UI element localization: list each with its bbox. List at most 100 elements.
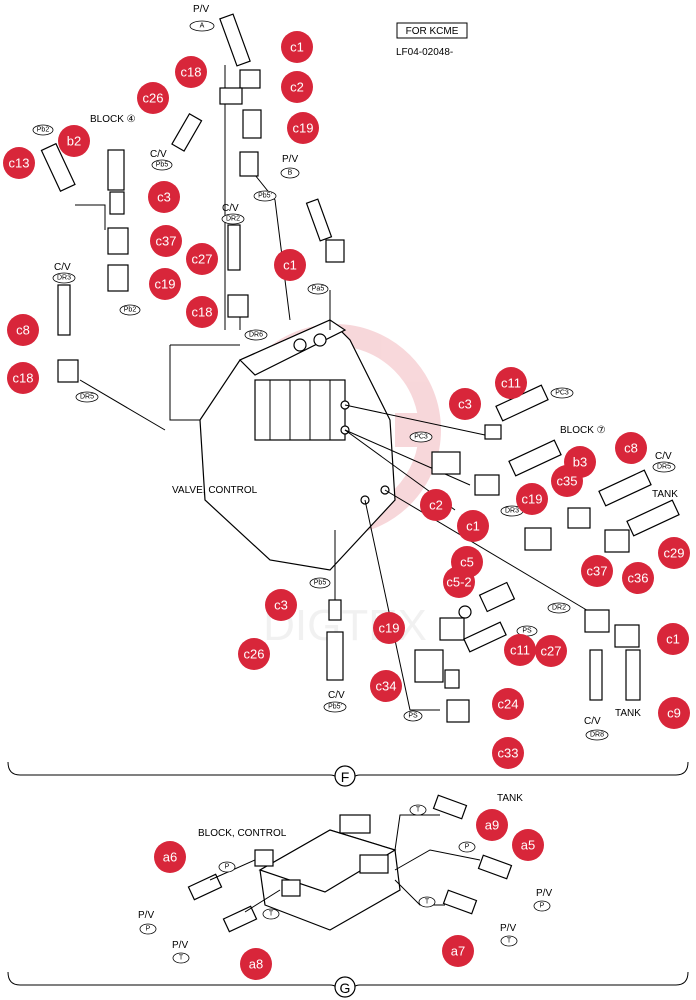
callout-c8: c8	[615, 432, 647, 464]
label-pv-a7: P/V	[500, 923, 516, 934]
port-dr5-b: DR5	[657, 464, 671, 471]
callout-circle	[238, 638, 270, 670]
callout-circle	[58, 125, 90, 157]
callout-c27: c27	[535, 635, 567, 667]
callout-text: c26	[143, 91, 164, 106]
callout-circle	[492, 737, 524, 769]
callout-circle	[581, 555, 613, 587]
callout-c36: c36	[622, 562, 654, 594]
kcme-box	[396, 22, 468, 39]
callout-c18: c18	[7, 362, 39, 394]
callout-text: c33	[498, 746, 519, 761]
callout-c27: c27	[186, 243, 218, 275]
port-t-d: T	[507, 938, 512, 945]
callout-a9: a9	[476, 809, 508, 841]
callout-c11: c11	[495, 367, 527, 399]
port-dr5-a: DR5	[80, 394, 94, 401]
callout-text: c3	[274, 598, 288, 613]
port-tags-f: Pb2 Pb5 B Pb5' DR2 Pa5 DR3 Pb2 DR6 DR5 P…	[32, 124, 676, 741]
header-title: FOR KCME	[406, 26, 459, 37]
port-t-c: T	[425, 899, 430, 906]
fittings-f	[40, 13, 680, 723]
callout-text: c1	[466, 519, 480, 534]
callout-c19: c19	[373, 612, 405, 644]
callout-text: a5	[521, 838, 535, 853]
callout-circle	[504, 634, 536, 666]
port-pb2-a: Pb2	[37, 127, 50, 134]
callout-text: c3	[458, 397, 472, 412]
port-t-b: T	[269, 911, 274, 918]
callout-circle	[274, 249, 306, 281]
port-ps-a: PS	[522, 628, 532, 635]
callout-c37: c37	[150, 225, 182, 257]
callout-c11: c11	[504, 634, 536, 666]
callout-text: a8	[249, 957, 263, 972]
callout-circle	[658, 537, 690, 569]
callout-circle	[449, 388, 481, 420]
port-pb5p-b: Pb5'	[328, 704, 342, 711]
label-block7: BLOCK ⑦	[560, 425, 606, 436]
control-block-g	[187, 794, 513, 933]
section-f-marker	[334, 765, 356, 787]
callout-circle	[476, 809, 508, 841]
callout-text: c19	[379, 621, 400, 636]
callout-circle	[137, 82, 169, 114]
callout-c29: c29	[658, 537, 690, 569]
callout-circle	[3, 147, 35, 179]
callout-text: c19	[522, 492, 543, 507]
callout-c33: c33	[492, 737, 524, 769]
port-pc3-a: PC3	[555, 390, 569, 397]
callout-circle	[373, 612, 405, 644]
callout-c1: c1	[657, 623, 689, 655]
callout-text: c8	[16, 323, 30, 338]
callout-text: c37	[156, 234, 177, 249]
label-block4: BLOCK ④	[90, 114, 136, 125]
label-block-control: BLOCK, CONTROL	[198, 828, 287, 839]
callout-text: c5-2	[446, 575, 471, 590]
port-dr6: DR6	[249, 332, 263, 339]
callout-c37: c37	[581, 555, 613, 587]
port-dr3-a: DR3	[57, 275, 71, 282]
callout-c26: c26	[137, 82, 169, 114]
port-pa5: Pa5	[312, 286, 325, 293]
port-b: B	[288, 170, 293, 177]
callout-circle	[370, 670, 402, 702]
label-pv-a: P/V	[193, 4, 209, 15]
port-tag-a	[189, 20, 215, 32]
callout-circle	[265, 589, 297, 621]
port-p-a: P	[225, 864, 230, 871]
label-pv-a6: P/V	[138, 910, 154, 921]
control-valve-body	[199, 319, 396, 571]
callout-circle	[658, 697, 690, 729]
section-g-label: G	[340, 980, 351, 996]
callout-text: c37	[587, 564, 608, 579]
port-dr2-a: DR2	[226, 216, 240, 223]
leader-lines-g	[209, 814, 481, 913]
callout-circle	[615, 432, 647, 464]
port-pb2-b: Pb2	[124, 307, 137, 314]
callout-text: c11	[510, 643, 530, 658]
callout-c1: c1	[457, 510, 489, 542]
label-cv-dr2: C/V	[222, 203, 239, 214]
callout-c2: c2	[281, 71, 313, 103]
callout-c18: c18	[175, 56, 207, 88]
port-ps-b: PS	[408, 713, 418, 720]
callout-circle	[287, 112, 319, 144]
port-t-a: T	[416, 807, 421, 814]
callout-circle	[657, 623, 689, 655]
callout-circle	[149, 268, 181, 300]
callout-text: c8	[624, 441, 638, 456]
callout-text: c2	[290, 80, 304, 95]
callout-circle	[551, 465, 583, 497]
callout-circle	[457, 510, 489, 542]
section-g-marker	[334, 976, 356, 998]
callout-c24: c24	[492, 688, 524, 720]
callout-c26: c26	[238, 638, 270, 670]
callout-text: c1	[666, 632, 680, 647]
callout-circle	[622, 562, 654, 594]
callout-circle	[281, 31, 313, 63]
callout-c35: c35	[551, 465, 583, 497]
callout-text: c18	[181, 65, 202, 80]
